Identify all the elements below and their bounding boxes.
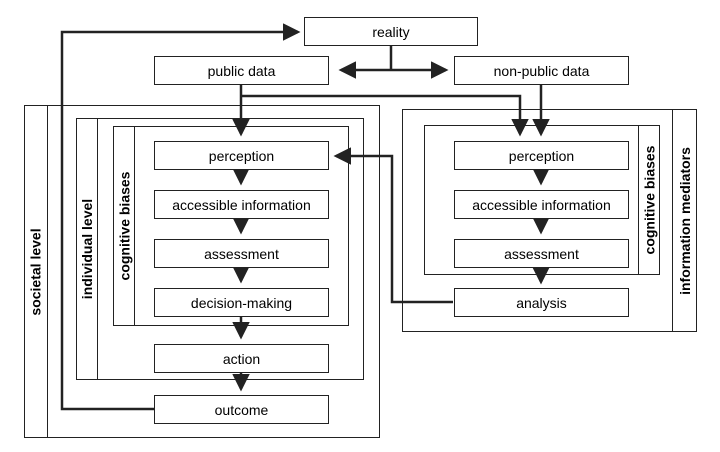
outcome-node: outcome	[154, 395, 329, 424]
arrow-analysis-to-individual-perception	[333, 147, 453, 304]
individual-assessment-node: assessment	[154, 239, 329, 268]
non-public-data-node: non-public data	[454, 56, 629, 85]
cognitive-biases-right-label-strip	[638, 125, 660, 275]
information-mediators-label-strip	[672, 109, 697, 332]
reality-label: reality	[372, 23, 410, 40]
arrow-outcome-to-reality	[60, 23, 301, 411]
societal-level-label-strip	[24, 105, 48, 438]
action-label: action	[222, 350, 261, 367]
mediator-assessment-label: assessment	[504, 245, 579, 262]
cognitive-biases-left-label-strip	[113, 126, 135, 326]
arrow-public-data-to-mediator-perception	[241, 94, 529, 137]
individual-perception-label: perception	[208, 147, 275, 164]
individual-level-label-strip	[76, 118, 98, 380]
reality-node: reality	[304, 17, 478, 46]
public-data-label: public data	[207, 62, 276, 79]
mediator-accessible-information-label: accessible information	[472, 196, 611, 213]
public-data-node: public data	[154, 56, 329, 85]
mediator-assessment-node: assessment	[454, 239, 629, 268]
mediator-perception-node: perception	[454, 141, 629, 170]
outcome-label: outcome	[214, 401, 269, 418]
decision-making-label: decision-making	[190, 294, 293, 311]
analysis-node: analysis	[454, 288, 629, 317]
non-public-data-label: non-public data	[493, 62, 590, 79]
analysis-label: analysis	[516, 294, 567, 311]
mediator-perception-label: perception	[508, 147, 575, 164]
action-node: action	[154, 344, 329, 373]
individual-accessible-information-label: accessible information	[172, 196, 311, 213]
individual-accessible-information-node: accessible information	[154, 190, 329, 219]
individual-assessment-label: assessment	[204, 245, 279, 262]
decision-making-node: decision-making	[154, 288, 329, 317]
individual-perception-node: perception	[154, 141, 329, 170]
mediator-accessible-information-node: accessible information	[454, 190, 629, 219]
